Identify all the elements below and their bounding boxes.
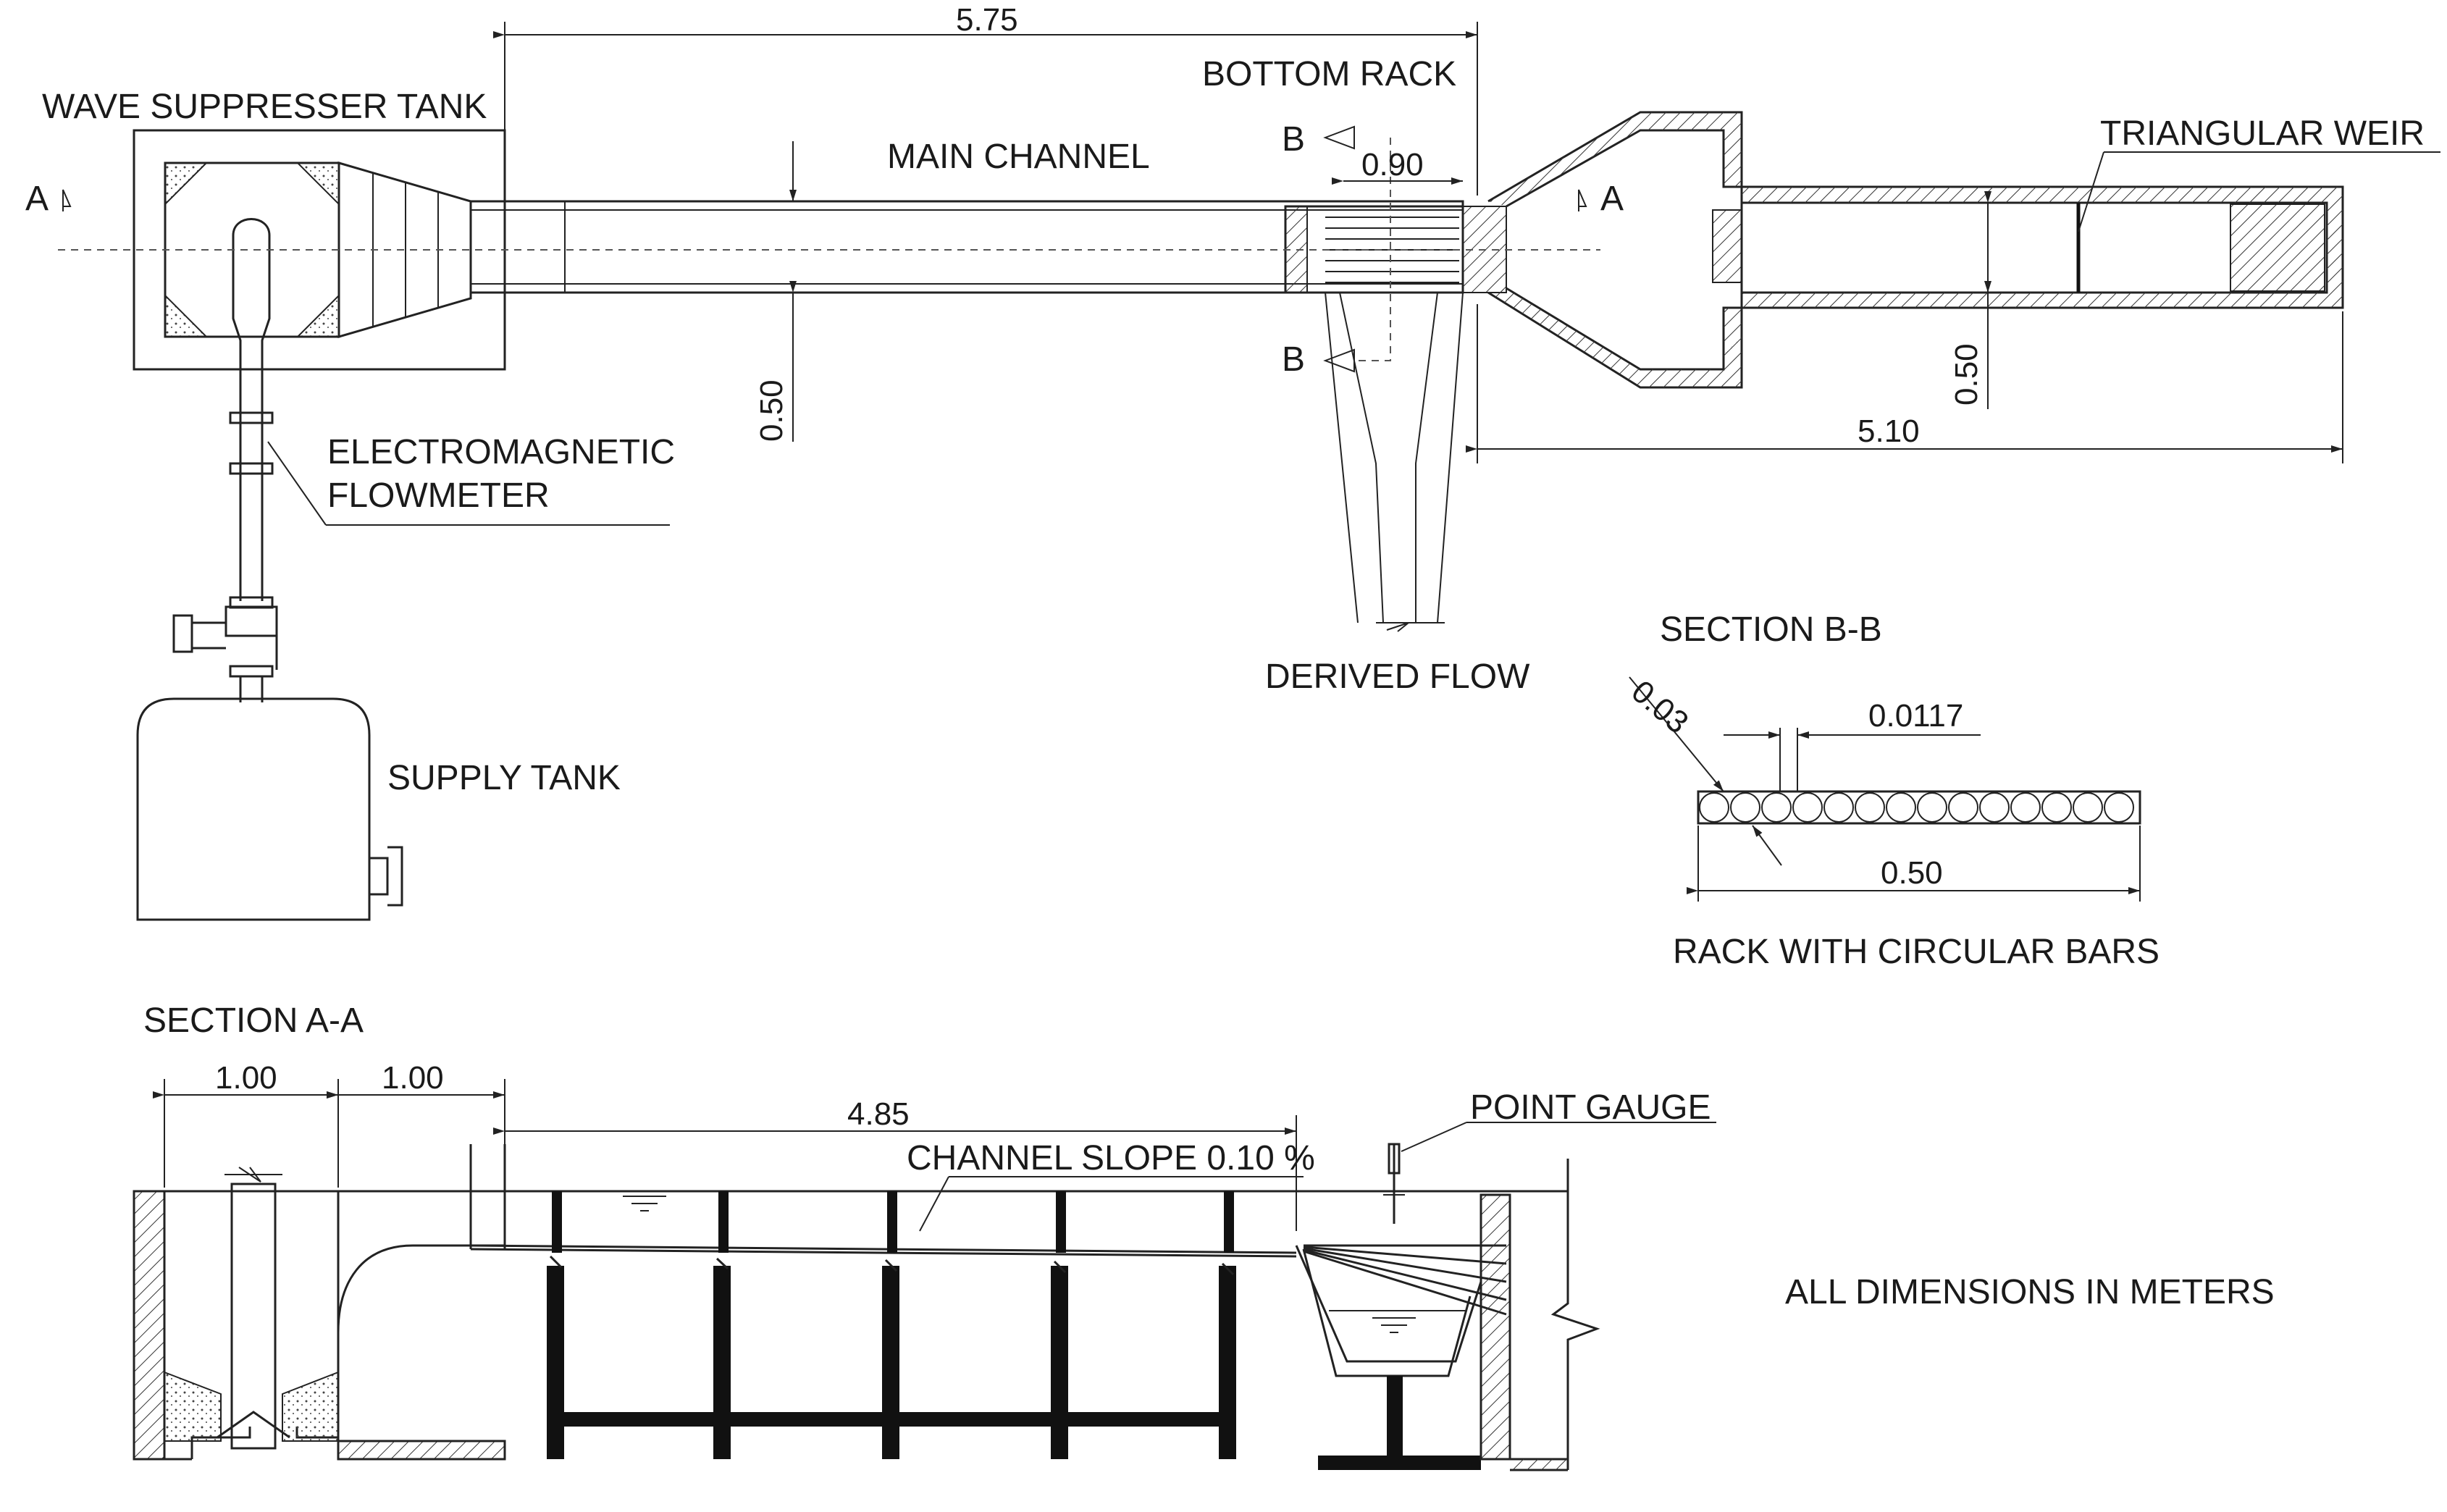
plan-view: A A B B 5.75 0.90 0.50 0.50 5.10: [25, 2, 2440, 632]
slope-leader: [919, 1176, 949, 1232]
derived-flow-funnel: [1325, 292, 1464, 623]
pipe-flange-4: [229, 665, 274, 678]
label-wave-suppresser-tank: WAVE SUPPRESSER TANK: [42, 88, 487, 126]
supply-pipe: [239, 340, 264, 601]
tank-curved-weir: [337, 1244, 505, 1459]
label-bottom-rack: BOTTOM RACK: [1202, 55, 1456, 93]
flowmeter-leader: [267, 441, 327, 526]
label-supply-tank: SUPPLY TANK: [387, 759, 621, 797]
dim-overall-length: 5.75: [956, 2, 1018, 38]
dim-rack-width: 0.50: [1881, 855, 1943, 891]
section-bb-view: 0.03 0.0117 0.50: [1625, 673, 2141, 902]
section-b-bottom-arrow: [1323, 348, 1355, 373]
tank-floor: [337, 1440, 506, 1461]
tank-fill-left: [164, 1371, 222, 1442]
standpipe-water-mark: [224, 1167, 282, 1183]
derivation-chamber: [1295, 1245, 1482, 1363]
label-triangular-weir: TRIANGULAR WEIR: [2100, 114, 2425, 153]
corner-fill-bl: [164, 293, 209, 337]
section-b-top-label: B: [1282, 120, 1305, 159]
standpipe: [232, 218, 271, 406]
outlet-baffle: [2230, 203, 2325, 292]
supply-system: [136, 340, 403, 921]
rack-section: [1697, 790, 2141, 825]
pipe-flange-2: [229, 462, 274, 475]
section-b-bottom-label: B: [1282, 340, 1305, 379]
dim-tank-width-1: 1.00: [215, 1060, 277, 1096]
dim-bar-diameter: 0.0117: [1868, 698, 1963, 734]
outlet-wall-section: [1479, 1193, 1511, 1461]
corner-fill-tl: [164, 162, 209, 206]
water-level-mark: [623, 1196, 666, 1211]
supply-tank: [136, 697, 371, 921]
rack-rods: [1303, 1244, 1507, 1316]
label-all-dimensions: ALL DIMENSIONS IN METERS: [1785, 1273, 2275, 1311]
main-channel: [469, 200, 1464, 294]
section-b-top-arrow: [1323, 125, 1355, 150]
dim-channel-length: 4.85: [847, 1096, 910, 1132]
support-frame: [547, 1191, 1236, 1459]
rack-circular-bars: [1699, 792, 2134, 823]
dim-outlet-width: 0.50: [1949, 343, 1984, 406]
supply-tank-outlet: [369, 846, 403, 907]
label-electromagnetic: ELECTROMAGNETIC: [327, 433, 675, 471]
corner-fill-br: [295, 293, 340, 337]
valve-handle: [172, 614, 193, 653]
section-a-right-arrow: [1578, 189, 1587, 211]
section-line-bb: [1358, 138, 1391, 361]
chamber-water-mark: [1372, 1317, 1416, 1333]
section-a-right-label: A: [1600, 180, 1624, 218]
label-flowmeter: FLOWMETER: [327, 476, 550, 515]
standpipe-diffuser: [217, 1411, 290, 1439]
standpipe-section: [230, 1183, 277, 1450]
break-line: [1550, 1159, 1600, 1470]
label-channel-slope: CHANNEL SLOPE 0.10 %: [907, 1139, 1315, 1177]
label-point-gauge: POINT GAUGE: [1470, 1088, 1711, 1127]
tank-transition: [337, 161, 472, 338]
dim-rack-length: 0.90: [1361, 147, 1424, 182]
tank-left-wall: [133, 1190, 166, 1461]
pipe-flange-1: [229, 411, 274, 424]
weir-leader: [2078, 151, 2104, 232]
label-section-aa: SECTION A-A: [143, 1001, 364, 1040]
dim-tank-width-2: 1.00: [382, 1060, 444, 1096]
point-gauge-leader: [1401, 1122, 1467, 1152]
rack-bars-plan: [1325, 217, 1459, 283]
label-rack-circular-bars: RACK WITH CIRCULAR BARS: [1673, 933, 2160, 971]
label-section-bb: SECTION B-B: [1660, 610, 1882, 649]
corner-fill-tr: [295, 162, 340, 206]
dim-bar-spacing-line: [1629, 676, 1724, 792]
valve-branch: [190, 621, 278, 670]
dim-channel-width: 0.50: [754, 379, 789, 442]
valve-body: [224, 605, 278, 637]
dim-outlet-length: 5.10: [1858, 413, 1920, 449]
chamber-post: [1387, 1376, 1403, 1459]
section-aa-view: 1.00 1.00 4.85: [133, 1060, 1716, 1471]
section-a-left-label: A: [25, 180, 49, 218]
channel-bed: [470, 1244, 1297, 1254]
label-derived-flow: DERIVED FLOW: [1265, 658, 1530, 696]
section-a-left-arrow: [62, 189, 72, 211]
tank-fill-right: [282, 1371, 339, 1442]
chamber-base: [1318, 1456, 1481, 1470]
label-main-channel: MAIN CHANNEL: [887, 138, 1150, 176]
